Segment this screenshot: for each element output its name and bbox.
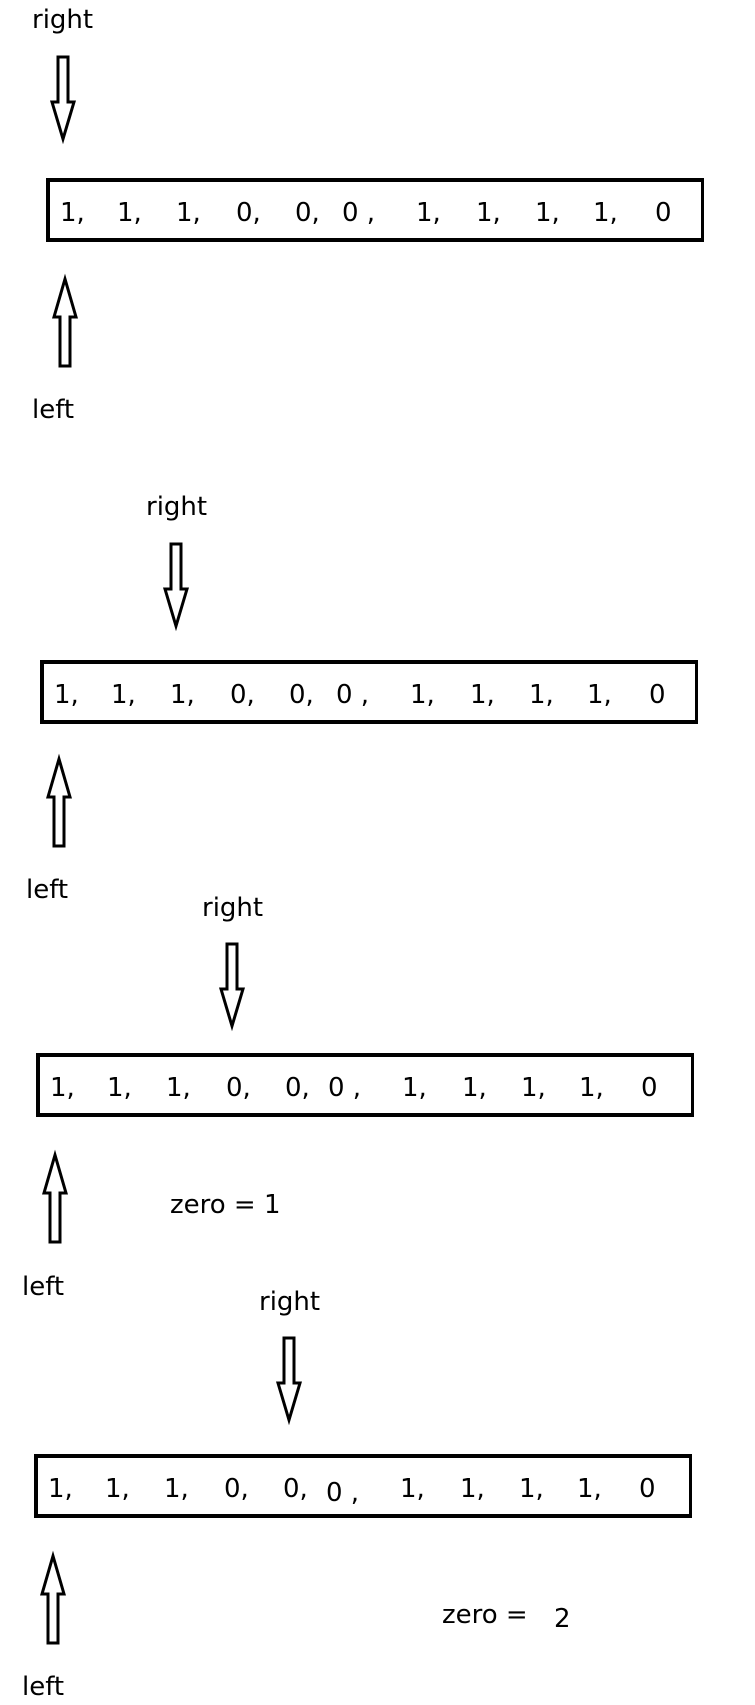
array-cell-5: 0 ,	[342, 198, 376, 228]
array-box: 1, 1, 1, 0, 0, 0 , 1, 1, 1, 1, 0	[34, 1454, 692, 1518]
array-cell-9: 1,	[587, 680, 612, 710]
array-cell-7: 1,	[462, 1073, 487, 1103]
left-pointer-up-arrow-icon	[46, 753, 72, 848]
array-cell-1: 1,	[107, 1073, 132, 1103]
array-cell-7: 1,	[476, 198, 501, 228]
left-pointer-up-arrow-icon	[52, 273, 78, 368]
array-cell-1: 1,	[105, 1474, 130, 1504]
array-cell-1: 1,	[111, 680, 136, 710]
step-panel-2: right 1, 1, 1, 0, 0, 0 , 1, 1, 1, 1, 0 l…	[26, 492, 698, 905]
array-cell-8: 1,	[529, 680, 554, 710]
array-cell-10: 0	[639, 1474, 656, 1504]
right-pointer-down-arrow-icon	[218, 942, 246, 1032]
array-cell-7: 1,	[470, 680, 495, 710]
array-box: 1, 1, 1, 0, 0, 0 , 1, 1, 1, 1, 0	[36, 1053, 694, 1117]
array-cell-7: 1,	[460, 1474, 485, 1504]
step-panel-3: right 1, 1, 1, 0, 0, 0 , 1, 1, 1, 1, 0 z…	[22, 893, 694, 1302]
array-cell-8: 1,	[535, 198, 560, 228]
right-pointer-down-arrow-icon	[49, 55, 77, 145]
array-box: 1, 1, 1, 0, 0, 0 , 1, 1, 1, 1, 0	[40, 660, 698, 724]
array-cell-2: 1,	[166, 1073, 191, 1103]
right-pointer-label: right	[146, 492, 208, 522]
array-box: 1, 1, 1, 0, 0, 0 , 1, 1, 1, 1, 0	[46, 178, 704, 242]
array-cell-10: 0	[641, 1073, 658, 1103]
array-cell-0: 1,	[50, 1073, 75, 1103]
array-cell-6: 1,	[400, 1474, 425, 1504]
array-cell-3: 0,	[230, 680, 255, 710]
array-cell-4: 0,	[289, 680, 314, 710]
array-cell-9: 1,	[593, 198, 618, 228]
right-pointer-label: right	[202, 893, 264, 923]
zero-count-value: 1	[263, 1190, 281, 1220]
array-cell-0: 1,	[48, 1474, 73, 1504]
zero-count-text: zero =	[170, 1190, 256, 1220]
left-pointer-label: left	[32, 395, 75, 425]
array-cell-5: 0 ,	[326, 1478, 360, 1508]
array-cell-4: 0,	[295, 198, 320, 228]
array-cell-4: 0,	[283, 1474, 308, 1504]
left-pointer-label: left	[26, 875, 69, 905]
right-pointer-down-arrow-icon	[275, 1336, 303, 1426]
array-cell-6: 1,	[416, 198, 441, 228]
array-cell-4: 0,	[285, 1073, 310, 1103]
step-panel-1: right 1, 1, 1, 0, 0, 0 , 1, 1, 1, 1, 0 l…	[0, 0, 755, 440]
array-cell-2: 1,	[176, 198, 201, 228]
left-pointer-up-arrow-icon	[40, 1550, 66, 1645]
array-cell-3: 0,	[226, 1073, 251, 1103]
right-pointer-down-arrow-icon	[162, 542, 190, 632]
array-cell-0: 1,	[60, 198, 85, 228]
array-cell-9: 1,	[577, 1474, 602, 1504]
array-cell-6: 1,	[402, 1073, 427, 1103]
array-cell-5: 0 ,	[336, 680, 370, 710]
zero-count-label: zero = 1	[170, 1190, 281, 1220]
array-cell-10: 0	[655, 198, 672, 228]
array-cell-10: 0	[649, 680, 666, 710]
array-cell-2: 1,	[170, 680, 195, 710]
array-cell-3: 0,	[224, 1474, 249, 1504]
array-cell-3: 0,	[236, 198, 261, 228]
array-cell-2: 1,	[164, 1474, 189, 1504]
array-cell-6: 1,	[410, 680, 435, 710]
array-cell-1: 1,	[117, 198, 142, 228]
array-cell-8: 1,	[519, 1474, 544, 1504]
array-cell-5: 0 ,	[328, 1073, 362, 1103]
zero-count-text: zero =	[442, 1600, 528, 1630]
array-cell-9: 1,	[579, 1073, 604, 1103]
right-pointer-label: right	[259, 1287, 321, 1317]
left-pointer-label: left	[22, 1672, 65, 1702]
array-cell-8: 1,	[521, 1073, 546, 1103]
right-pointer-label: right	[32, 5, 94, 35]
left-pointer-label: left	[22, 1272, 65, 1302]
zero-count-label: zero = 2	[442, 1600, 571, 1634]
zero-count-value: 2	[553, 1604, 571, 1634]
array-cell-0: 1,	[54, 680, 79, 710]
left-pointer-up-arrow-icon	[42, 1149, 68, 1244]
